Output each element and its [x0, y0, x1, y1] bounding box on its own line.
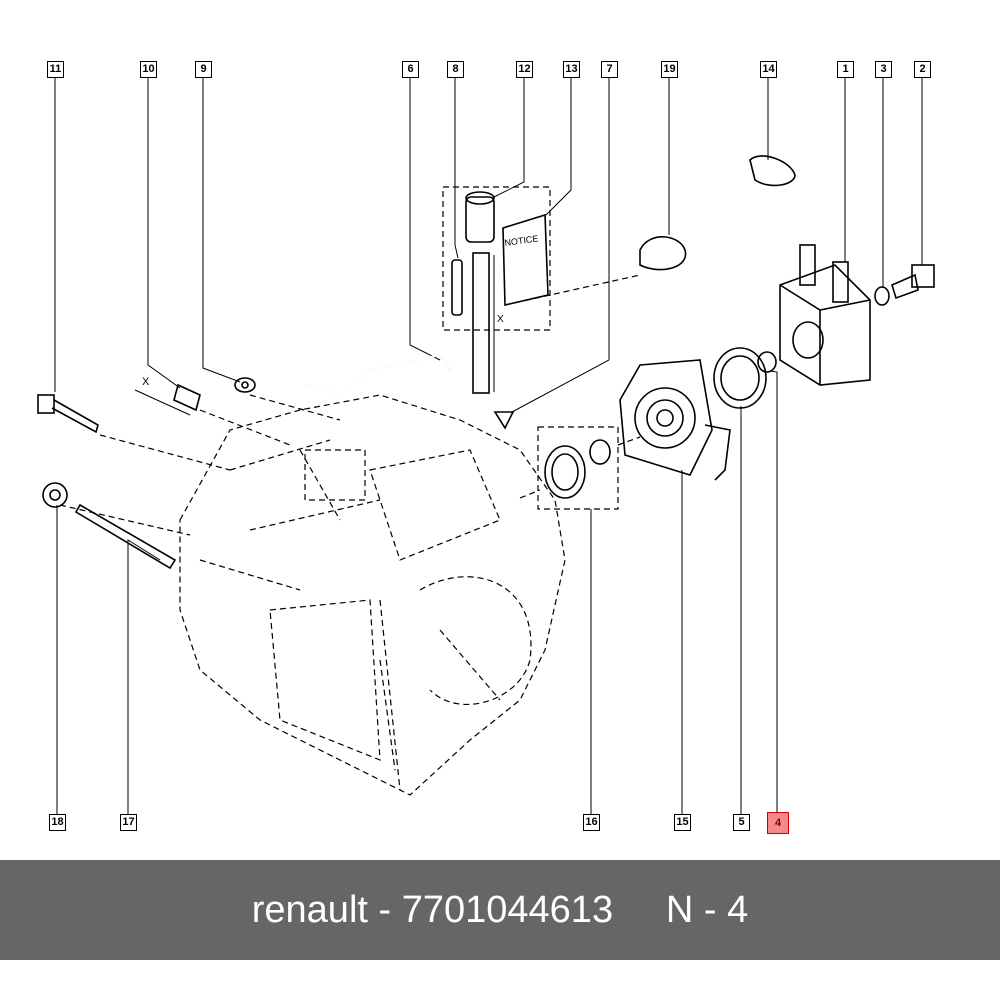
leader-line-9	[202, 78, 241, 383]
callout-1[interactable]: 1	[837, 61, 854, 78]
oring-4	[757, 351, 777, 373]
callout-6[interactable]: 6	[402, 61, 419, 78]
dowel-10	[173, 383, 201, 412]
clip-19	[639, 236, 687, 271]
leader-line-10	[147, 78, 181, 389]
part-number: 7701044613	[401, 888, 614, 931]
callout-15[interactable]: 15	[674, 814, 691, 831]
seal-14	[749, 155, 796, 187]
seal-kit-16	[519, 426, 641, 510]
callout-14[interactable]: 14	[760, 61, 777, 78]
callout-12[interactable]: 12	[516, 61, 533, 78]
callout-17[interactable]: 17	[120, 814, 137, 831]
notice-label: NOTICE	[504, 233, 539, 248]
callout-13[interactable]: 13	[563, 61, 580, 78]
dimension-label: X	[497, 314, 504, 325]
brand-name: renault	[251, 888, 368, 931]
leader-line-13	[545, 78, 572, 216]
separator: -	[367, 888, 402, 931]
bolt-2	[891, 264, 935, 300]
leader-lines	[54, 78, 923, 814]
callout-10[interactable]: 10	[140, 61, 157, 78]
callout-3[interactable]: 3	[875, 61, 892, 78]
adapter-15	[619, 359, 731, 481]
dimension-x-left: X	[134, 376, 191, 416]
oring-5	[713, 347, 767, 409]
stud-17	[74, 503, 177, 570]
parts-diagram: X NOTICE X	[37, 78, 935, 814]
dipstick-kit: NOTICE X	[442, 186, 641, 394]
callout-4[interactable]: 4	[767, 812, 789, 834]
callout-9[interactable]: 9	[195, 61, 212, 78]
oil-cooler-1	[779, 244, 871, 386]
bolt-11	[37, 394, 99, 434]
dimension-label: X	[142, 376, 150, 388]
callout-18[interactable]: 18	[49, 814, 66, 831]
callout-8[interactable]: 8	[447, 61, 464, 78]
position-code: N - 4	[665, 888, 749, 931]
leader-line-8	[454, 78, 459, 259]
seal-7	[493, 411, 515, 430]
callout-11[interactable]: 11	[47, 61, 64, 78]
transmission-housing	[179, 394, 566, 796]
washer-3	[874, 286, 890, 306]
leader-line-17	[127, 539, 161, 814]
leader-line-4	[769, 370, 778, 812]
leader-line-6	[409, 78, 441, 361]
nut-18	[42, 482, 68, 508]
callout-16[interactable]: 16	[583, 814, 600, 831]
callout-19[interactable]: 19	[661, 61, 678, 78]
callout-2[interactable]: 2	[914, 61, 931, 78]
callout-5[interactable]: 5	[733, 814, 750, 831]
pipe-6	[304, 353, 451, 397]
leader-line-12	[491, 78, 525, 199]
footer-banner: renault - 7701044613 N - 4	[0, 860, 1000, 960]
callout-7[interactable]: 7	[601, 61, 618, 78]
washer-9	[234, 377, 256, 393]
leader-line-7	[511, 78, 610, 413]
